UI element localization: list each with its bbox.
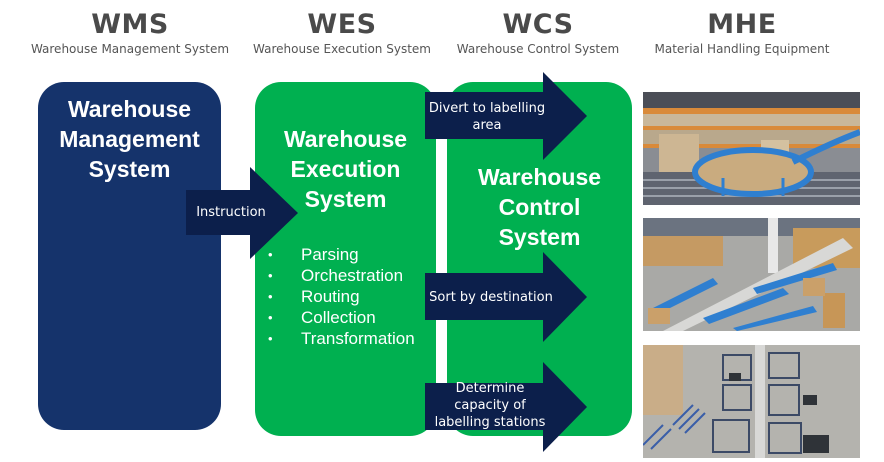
- label-line: Determine: [455, 381, 525, 396]
- header-abbr: WES: [307, 9, 377, 40]
- title-line: System: [304, 186, 387, 212]
- title-line: Control: [498, 194, 581, 220]
- sort-label: Sort by destination: [425, 289, 557, 306]
- header-wcs: WCS Warehouse Control System: [428, 8, 648, 56]
- label-line: area: [472, 118, 502, 133]
- wes-title: Warehouse Execution System: [255, 124, 436, 214]
- capacity-label: Determine capacity of labelling stations: [429, 380, 551, 431]
- sort-arrow: Sort by destination: [425, 252, 589, 344]
- label-line: capacity of: [454, 398, 526, 413]
- header-full-name: Warehouse Execution System: [253, 42, 431, 56]
- title-line: Execution: [290, 156, 401, 182]
- wcs-box: Warehouse Control System: [447, 82, 632, 436]
- conveyor-icon: [643, 92, 860, 205]
- wes-function-item: Orchestration: [268, 265, 415, 286]
- wes-function-item: Transformation: [268, 328, 415, 349]
- title-line: Warehouse: [477, 164, 602, 190]
- header-abbr: MHE: [707, 9, 777, 40]
- label-line: Divert to labelling: [428, 101, 546, 116]
- sorter-icon: [643, 218, 860, 331]
- title-line: System: [88, 156, 171, 182]
- wcs-title: Warehouse Control System: [447, 162, 632, 252]
- header-mhe: MHE Material Handling Equipment: [632, 8, 852, 56]
- parcel-sorter-photo: [643, 218, 860, 331]
- header-abbr: WCS: [502, 9, 574, 40]
- arrow-right-icon: [425, 362, 587, 452]
- title-line: Warehouse: [283, 126, 408, 152]
- header-wes: WES Warehouse Execution System: [232, 8, 452, 56]
- label-line: Sort by destination: [429, 290, 553, 305]
- header-full-name: Material Handling Equipment: [654, 42, 830, 56]
- wes-function-item: Routing: [268, 286, 415, 307]
- wes-function-list: Parsing Orchestration Routing Collection…: [268, 244, 415, 349]
- capacity-arrow: Determine capacity of labelling stations: [425, 362, 589, 454]
- header-wms: WMS Warehouse Management System: [20, 8, 240, 56]
- label-line: labelling stations: [434, 415, 546, 430]
- label-line: Instruction: [196, 205, 266, 220]
- arrow-right-icon: [425, 72, 587, 160]
- arrow-right-icon: [186, 167, 298, 259]
- curved-roller-conveyor-photo: [643, 92, 860, 205]
- title-line: Warehouse: [67, 96, 192, 122]
- wms-title: Warehouse Management System: [38, 94, 221, 184]
- divert-label: Divert to labelling area: [427, 100, 547, 134]
- instruction-arrow: Instruction: [186, 167, 300, 259]
- wes-function-item: Collection: [268, 307, 415, 328]
- workstation-icon: [643, 345, 860, 458]
- labelling-stations-photo: [643, 345, 860, 458]
- header-full-name: Warehouse Management System: [30, 42, 230, 56]
- title-line: System: [498, 224, 581, 250]
- header-full-name: Warehouse Control System: [456, 42, 620, 56]
- header-abbr: WMS: [91, 9, 169, 40]
- title-line: Management: [59, 126, 200, 152]
- wes-function-item: Parsing: [268, 244, 415, 265]
- arrow-right-icon: [425, 252, 587, 342]
- divert-arrow: Divert to labelling area: [425, 72, 589, 162]
- instruction-label: Instruction: [188, 204, 274, 221]
- wms-box: Warehouse Management System: [38, 82, 221, 430]
